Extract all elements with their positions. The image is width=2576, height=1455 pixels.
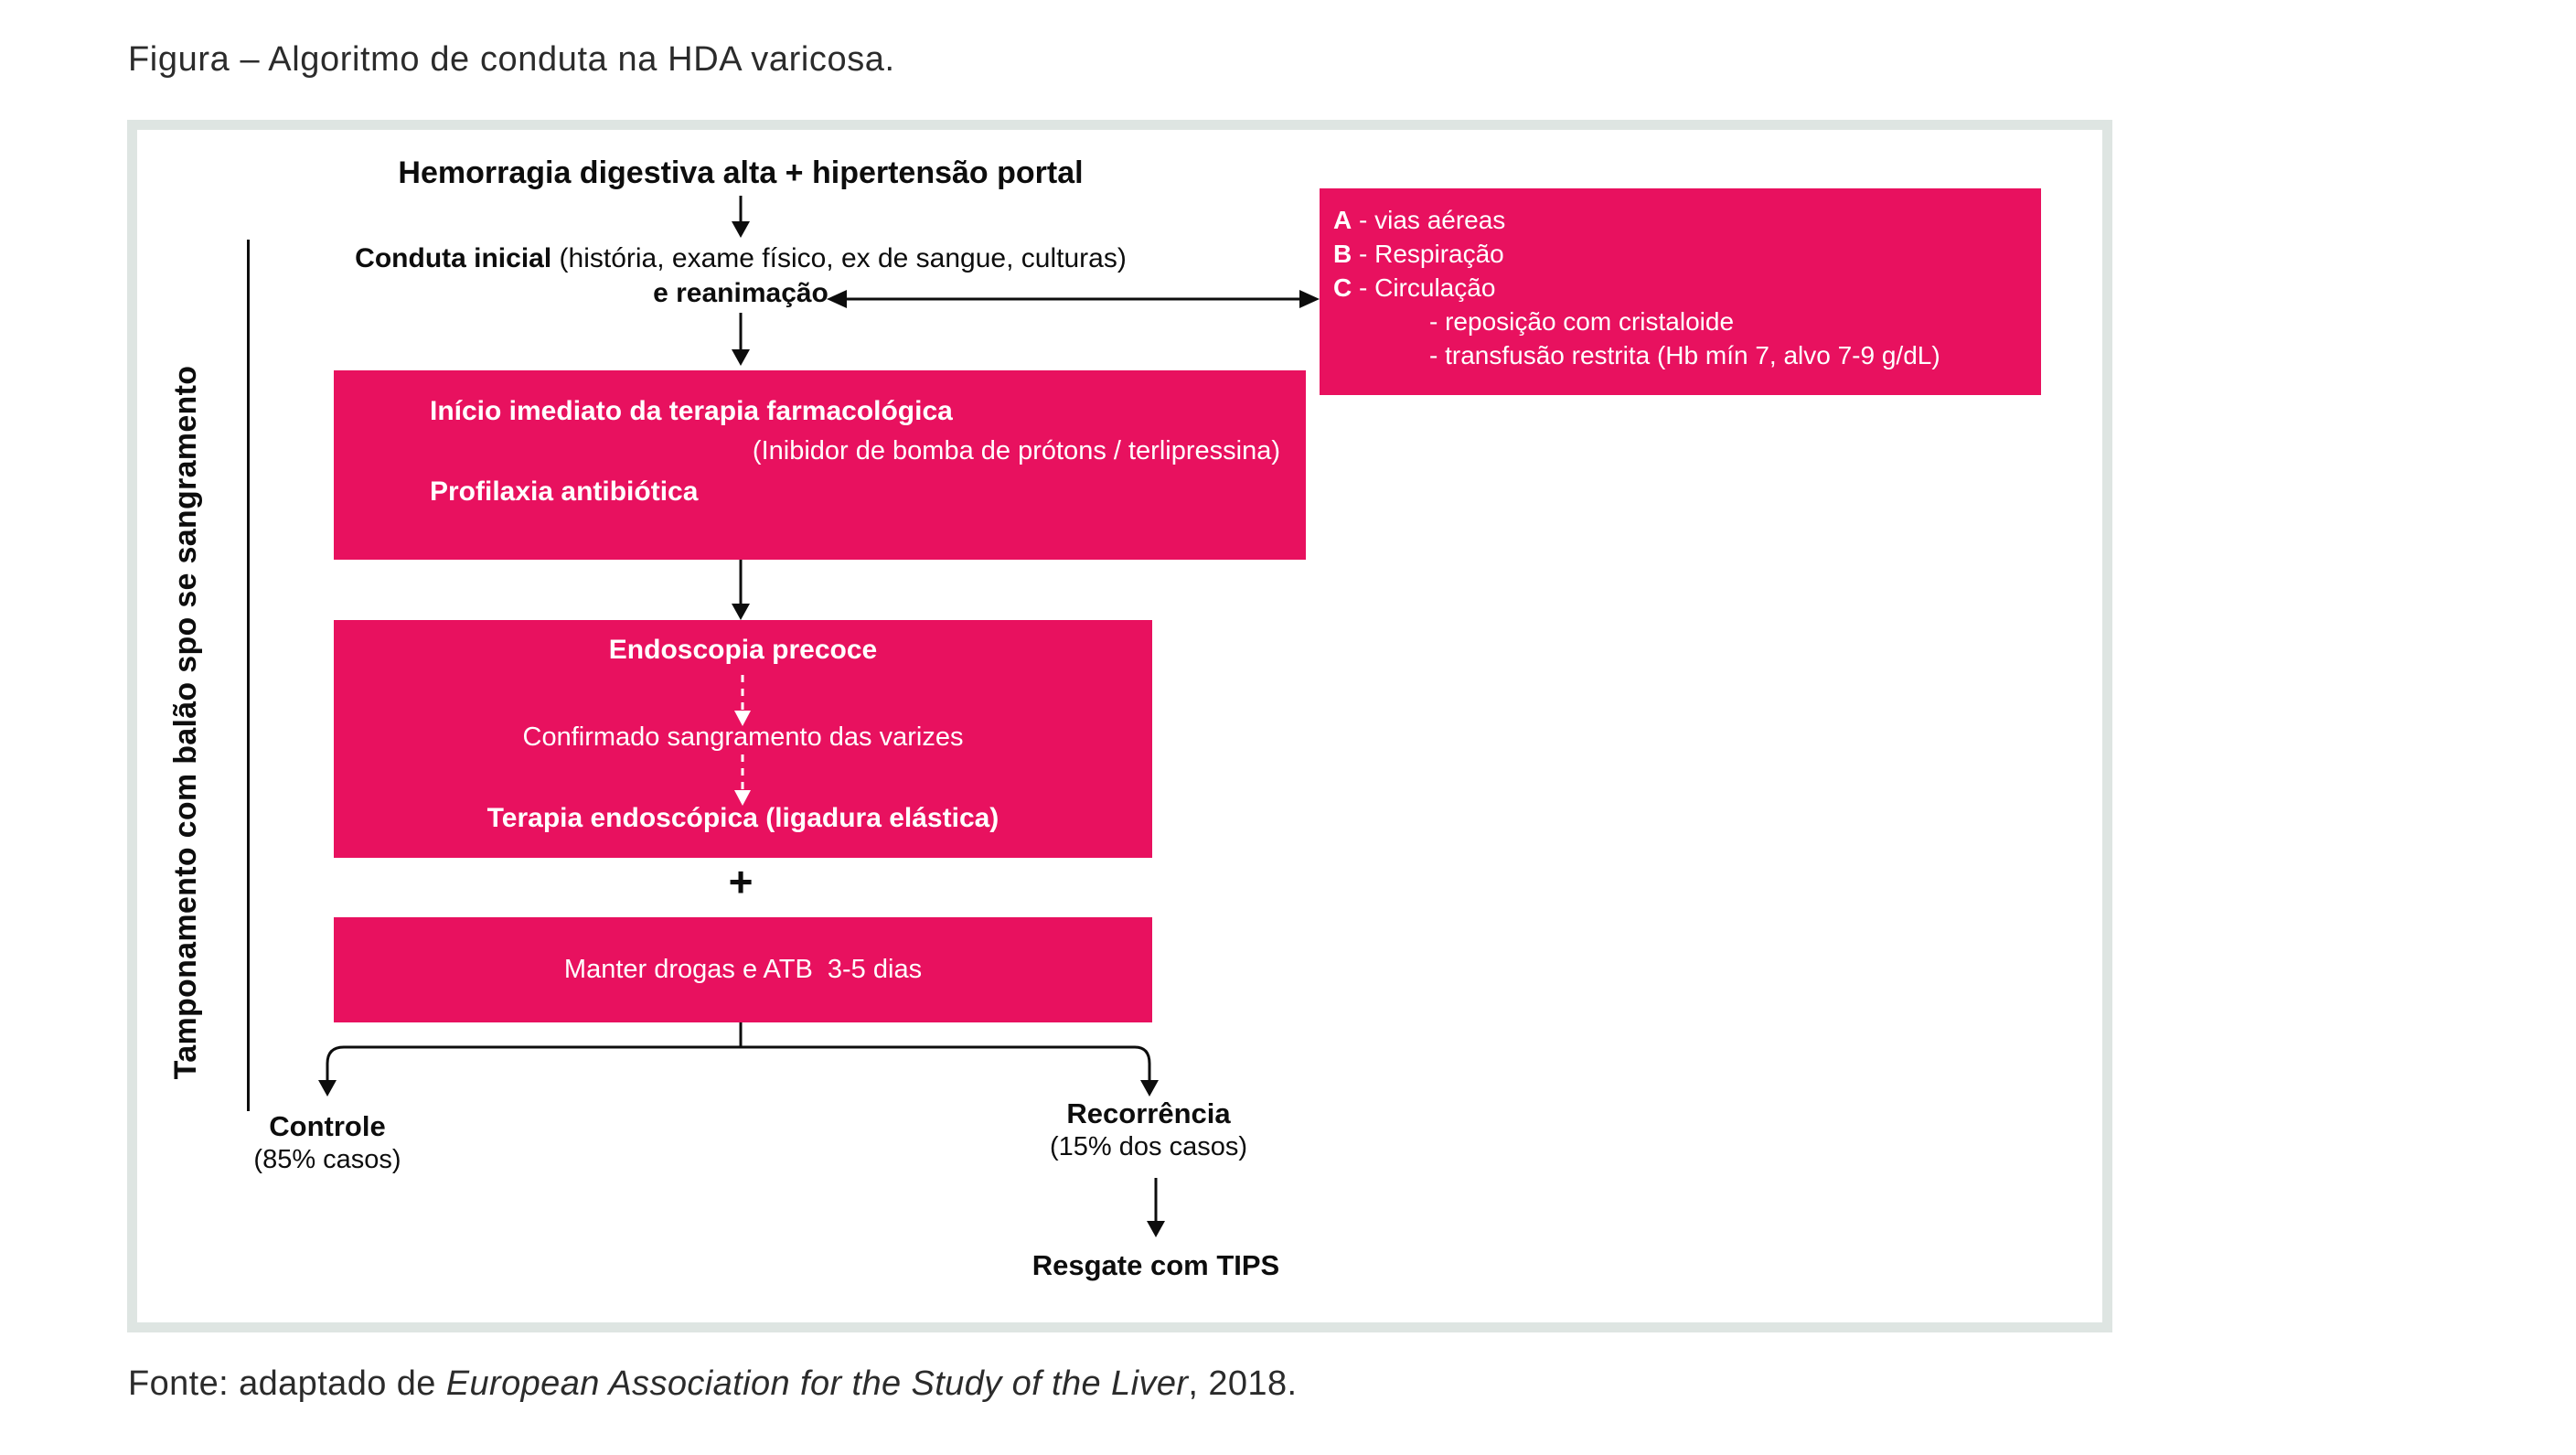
initial-step-line2: e reanimação [653, 278, 828, 308]
initial-step: Conduta inicial (história, exame físico,… [283, 241, 1198, 311]
pharma-line1: Início imediato da terapia farmacológica [430, 396, 953, 426]
arrow-header-to-initial [732, 196, 750, 238]
pharma-line3: Profilaxia antibiótica [430, 476, 699, 507]
source-suffix: , 2018. [1188, 1364, 1298, 1403]
abc-box: A - vias aéreas B - Respiração C - Circu… [1320, 188, 2041, 395]
pharma-line2: (Inibidor de bomba de prótons / terlipre… [752, 436, 1280, 465]
connectors-svg [318, 196, 1320, 1237]
branch-to-outcomes [318, 1022, 1159, 1097]
initial-step-bold: Conduta inicial [355, 243, 552, 273]
arrow-dashed-endoscopy-2 [734, 754, 751, 806]
abc-line-breathing: B - Respiração [1333, 237, 2041, 271]
source-italic: European Association for the Study of th… [445, 1364, 1189, 1403]
figure-title: Figura – Algoritmo de conduta na HDA var… [128, 40, 895, 79]
outcome-control: Controle (85% casos) [236, 1110, 419, 1176]
control-sub: (85% casos) [253, 1145, 401, 1174]
abc-letter-b: B [1333, 240, 1352, 268]
abc-line-crystalloid: - reposição com cristaloide [1429, 307, 1735, 336]
arrow-initial-to-pharma [732, 313, 750, 366]
abc-letter-c: C [1333, 273, 1352, 302]
recurrence-sub: (15% dos casos) [1050, 1132, 1247, 1161]
figure-frame: Tamponamento com balão spo se sangrament… [127, 120, 2112, 1332]
endoscopy-line2: Confirmado sangramento das varizes [522, 722, 964, 752]
endoscopy-line1: Endoscopia precoce [608, 635, 878, 665]
abc-text-a: - vias aéreas [1352, 206, 1506, 234]
abc-letter-a: A [1333, 206, 1352, 234]
source-prefix: Fonte: adaptado de [128, 1364, 446, 1403]
control-label: Controle [269, 1110, 386, 1142]
abc-text-c: - Circulação [1352, 273, 1496, 302]
recurrence-label: Recorrência [1066, 1097, 1231, 1129]
bracket-line [247, 240, 250, 1111]
arrow-recurrence-to-rescue [1147, 1178, 1165, 1237]
arrow-pharma-to-endoscopy [732, 560, 750, 620]
arrow-dashed-endoscopy-1 [734, 675, 751, 726]
source-caption: Fonte: adaptado de European Association … [128, 1364, 1297, 1404]
arrow-double-abc [827, 290, 1320, 308]
endoscopy-line3: Terapia endoscópica (ligadura elástica) [486, 803, 999, 833]
initial-step-rest: (história, exame físico, ex de sangue, c… [551, 243, 1127, 273]
abc-line-circulation: C - Circulação [1333, 271, 2041, 305]
rescue-tips-label: Resgate com TIPS [1031, 1249, 1280, 1281]
flowchart-canvas: Tamponamento com balão spo se sangrament… [137, 130, 2102, 1322]
maintain-box: Manter drogas e ATB 3-5 dias [334, 917, 1152, 1022]
abc-text-b: - Respiração [1352, 240, 1504, 268]
initial-step-line1: Conduta inicial (história, exame físico,… [283, 241, 1198, 276]
abc-line-airway: A - vias aéreas [1333, 203, 2041, 237]
plus-sign: + [728, 858, 754, 905]
pharma-box: Início imediato da terapia farmacológica… [334, 370, 1306, 560]
outcome-recurrence: Recorrência (15% dos casos) [1021, 1097, 1277, 1163]
abc-line-transfusion: - transfusão restrita (Hb mín 7, alvo 7-… [1429, 341, 1940, 369]
flow-header: Hemorragia digestiva alta + hipertensão … [398, 155, 1084, 190]
endoscopy-box: Endoscopia precoce Confirmado sangrament… [334, 620, 1152, 858]
